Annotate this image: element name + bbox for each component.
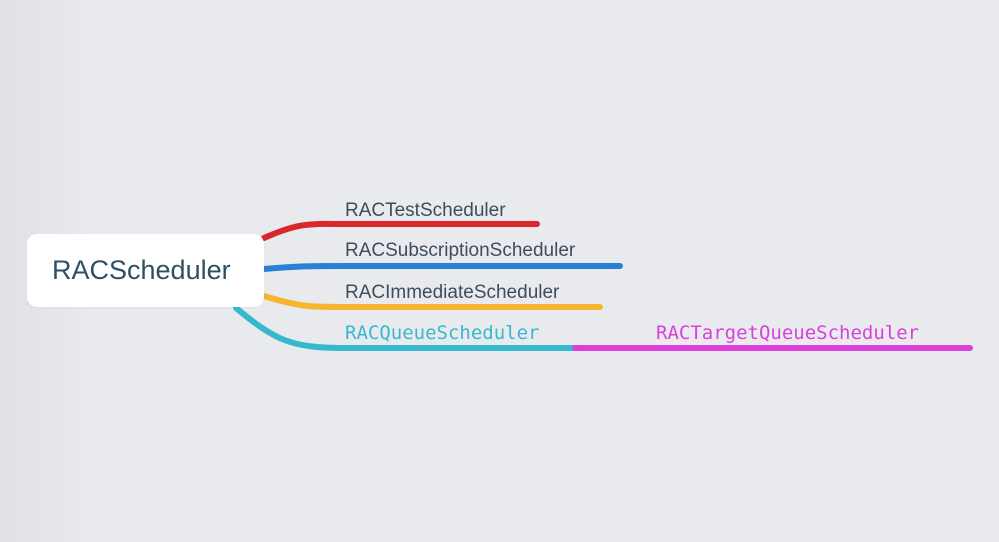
- branch-label-subscription[interactable]: RACSubscriptionScheduler: [345, 240, 576, 261]
- branch-line-immediate: [261, 293, 603, 310]
- branch-label-target-queue[interactable]: RACTargetQueueScheduler: [656, 322, 920, 344]
- root-node[interactable]: RACScheduler: [27, 234, 264, 307]
- branch-label-queue[interactable]: RACQueueScheduler: [345, 322, 540, 344]
- branch-label-test[interactable]: RACTestScheduler: [345, 200, 506, 221]
- branch-line-test: [261, 220, 540, 241]
- branch-line-subscription: [261, 263, 623, 272]
- root-label: RACScheduler: [52, 255, 231, 285]
- branch-line-queue: [233, 305, 578, 351]
- branch-label-immediate[interactable]: RACImmediateScheduler: [345, 282, 560, 303]
